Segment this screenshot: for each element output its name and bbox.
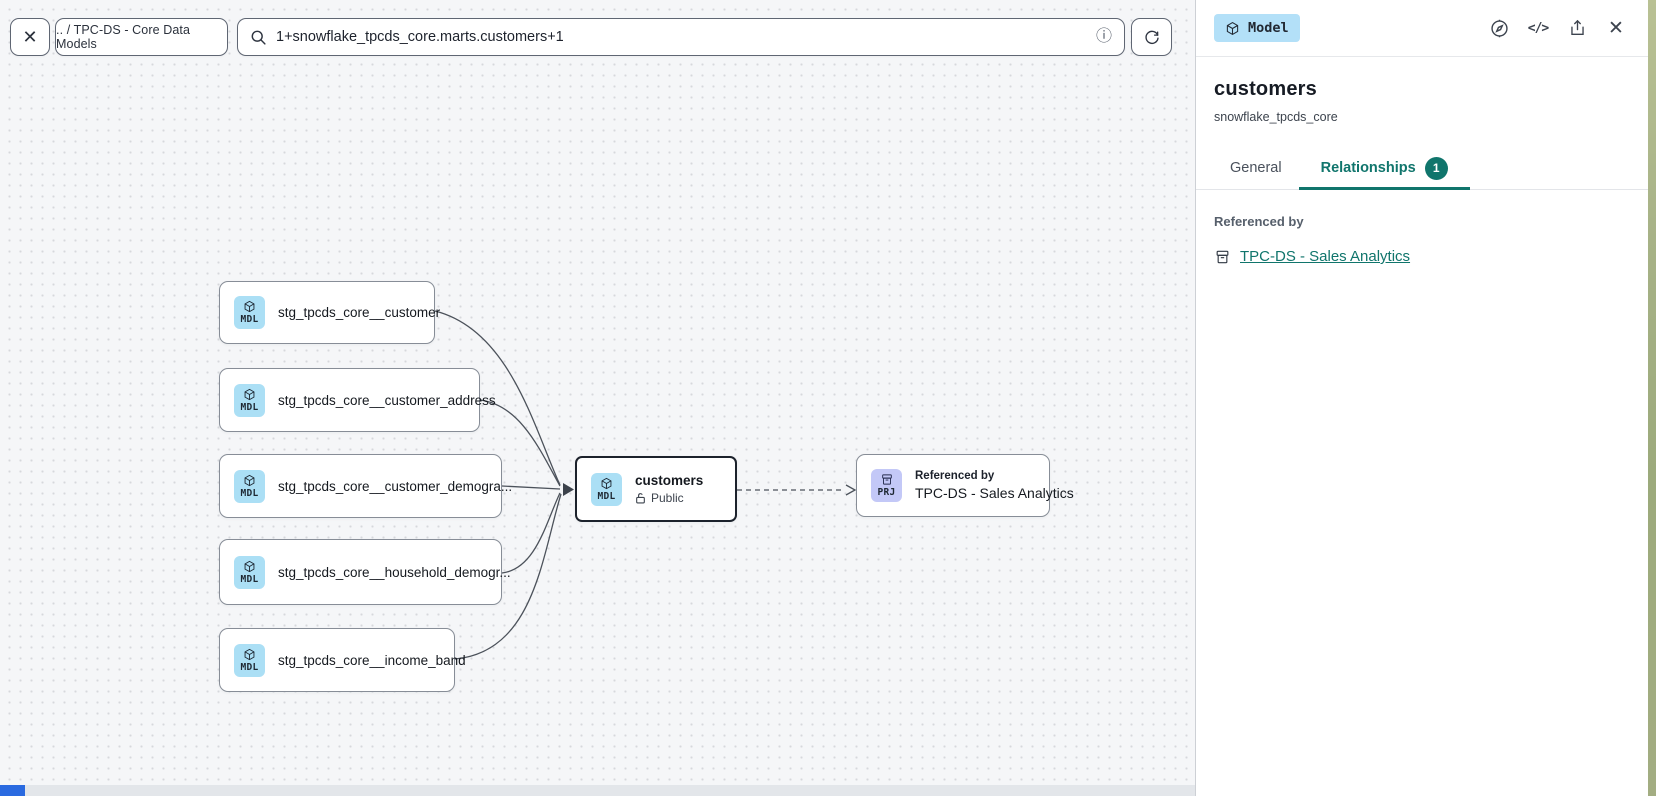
statusbar-accent — [0, 785, 25, 796]
model-badge-label: MDL — [240, 573, 259, 585]
relationships-content: Referenced by TPC-DS - Sales Analytics — [1196, 190, 1648, 289]
node-text-stack: Referenced by TPC-DS - Sales Analytics — [915, 470, 1074, 501]
project-reference-link[interactable]: TPC-DS - Sales Analytics — [1240, 248, 1411, 265]
export-icon — [1570, 19, 1584, 36]
model-badge-label: MDL — [240, 661, 259, 673]
page-title: customers — [1214, 78, 1317, 100]
lineage-selector-bar: ⓘ — [237, 18, 1125, 56]
node-label: stg_tpcds_core__customer — [278, 305, 441, 320]
reference-list-item: TPC-DS - Sales Analytics — [1214, 248, 1630, 265]
project-badge: PRJ — [871, 469, 902, 502]
desktop-background-sliver — [1648, 0, 1656, 796]
node-label: TPC-DS - Sales Analytics — [915, 485, 1074, 501]
model-badge: MDL — [234, 383, 265, 417]
model-node-stg-tpcds-core-customer-address[interactable]: MDL stg_tpcds_core__customer_address — [219, 368, 496, 432]
project-node-tpcds-sales-analytics[interactable]: PRJ Referenced by TPC-DS - Sales Analyti… — [856, 454, 1074, 517]
search-icon — [250, 29, 267, 46]
archive-box-icon — [881, 474, 892, 485]
archive-box-icon — [1216, 250, 1229, 263]
model-badge: MDL — [234, 643, 265, 677]
node-visibility-label: Public — [651, 491, 684, 505]
model-badge: MDL — [234, 469, 265, 503]
breadcrumb-label: .. / TPC-DS - Core Data Models — [56, 23, 191, 51]
cube-icon — [244, 388, 255, 400]
model-badge-label: MDL — [597, 490, 616, 502]
model-badge-label: MDL — [240, 401, 259, 413]
unlocked-padlock-icon — [636, 493, 645, 504]
node-visibility: Public — [635, 491, 703, 505]
lineage-canvas[interactable]: ✕ .. / TPC-DS - Core Data Models ⓘ — [0, 0, 1195, 796]
compass-icon — [1490, 19, 1508, 37]
panel-tabs: General Relationships 1 — [1196, 147, 1648, 190]
lineage-edges — [434, 310, 857, 660]
model-badge: MDL — [234, 555, 265, 589]
share-button[interactable] — [1565, 16, 1589, 40]
relationships-count-badge: 1 — [1424, 156, 1448, 180]
tab-general-label: General — [1230, 160, 1282, 176]
cube-icon — [244, 300, 255, 313]
info-icon[interactable]: ⓘ — [1095, 28, 1112, 45]
resource-type-badge: Model — [1214, 14, 1300, 42]
panel-actions: </> ✕ — [1487, 16, 1628, 40]
project-badge-label: PRJ — [877, 487, 896, 498]
cube-icon — [244, 648, 255, 660]
node-label: stg_tpcds_core__household_demogr... — [278, 564, 511, 580]
details-panel-header: Model </> ✕ — [1196, 0, 1648, 57]
model-node-stg-tpcds-core-household-demographics[interactable]: MDL stg_tpcds_core__household_demogr... — [219, 539, 511, 605]
cube-icon — [244, 474, 255, 486]
window-statusbar-sliver — [0, 785, 1195, 796]
dashed-edge-arrowhead — [845, 484, 857, 496]
refresh-lineage-button[interactable] — [1131, 18, 1172, 56]
model-badge: MDL — [591, 472, 622, 506]
close-lineage-button[interactable]: ✕ — [10, 18, 50, 56]
tab-relationships-label: Relationships — [1320, 160, 1416, 176]
model-node-customers-selected[interactable]: MDL customers Public — [575, 456, 737, 522]
refresh-icon — [1143, 28, 1161, 46]
tab-general[interactable]: General — [1213, 147, 1299, 189]
model-badge: MDL — [234, 296, 265, 329]
node-label: stg_tpcds_core__income_band — [278, 652, 466, 668]
edge-household-demographics-to-customers — [501, 492, 561, 574]
solid-edge-arrowhead — [563, 483, 574, 496]
cube-icon — [244, 560, 255, 572]
cube-icon — [601, 477, 612, 489]
explore-lineage-button[interactable] — [1487, 16, 1511, 40]
model-node-stg-tpcds-core-customer-demographics[interactable]: MDL stg_tpcds_core__customer_demogra... — [219, 454, 512, 518]
model-node-stg-tpcds-core-customer[interactable]: MDL stg_tpcds_core__customer — [219, 281, 440, 344]
model-node-stg-tpcds-core-income-band[interactable]: MDL stg_tpcds_core__income_band — [219, 628, 466, 692]
close-panel-button[interactable]: ✕ — [1604, 16, 1628, 40]
node-label: stg_tpcds_core__customer_demogra... — [278, 478, 513, 494]
close-icon: ✕ — [22, 26, 38, 47]
node-label: customers — [635, 473, 704, 488]
cube-icon — [1226, 21, 1239, 35]
view-code-button[interactable]: </> — [1527, 20, 1549, 36]
canvas-toolbar: ✕ .. / TPC-DS - Core Data Models ⓘ — [0, 0, 1195, 74]
close-icon: ✕ — [1608, 17, 1624, 39]
breadcrumb[interactable]: .. / TPC-DS - Core Data Models — [55, 18, 228, 56]
schema-subtitle: snowflake_tpcds_core — [1214, 110, 1338, 124]
resource-type-label: Model — [1248, 20, 1289, 36]
model-badge-label: MDL — [240, 314, 259, 325]
node-kicker: Referenced by — [915, 470, 995, 482]
referenced-by-label: Referenced by — [1214, 214, 1304, 229]
node-label: stg_tpcds_core__customer_address — [278, 392, 496, 408]
tab-relationships[interactable]: Relationships 1 — [1298, 147, 1470, 190]
panel-title-block: customers snowflake_tpcds_core — [1196, 57, 1648, 124]
lineage-selector-input[interactable] — [276, 29, 1087, 45]
node-text-stack: customers Public — [635, 473, 703, 505]
details-panel: Model </> ✕ — [1195, 0, 1648, 796]
model-badge-label: MDL — [240, 487, 259, 499]
